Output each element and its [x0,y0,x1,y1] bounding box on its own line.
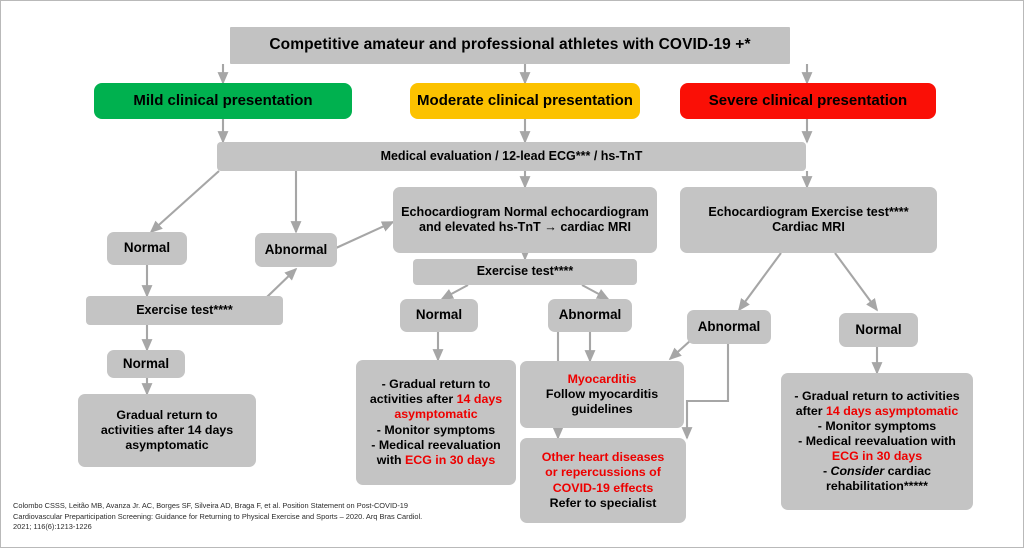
mild-exercise-test-label: Exercise test**** [136,302,233,317]
severe-echo-line-1: Echocardiogram [708,204,808,219]
severe-normal-label: Normal [855,321,902,337]
moderate-echo-line-2: Normal echocardiogram and [418,204,649,234]
severe-outcome-line-2: after 14 days asymptomatic [787,404,967,419]
mild-abnormal-label: Abnormal [264,241,328,257]
moderate-exercise-test-box[interactable]: Exercise test**** [413,259,637,285]
moderate-normal-label: Normal [415,307,463,323]
severe-echo-line-3: Cardiac MRI [772,220,845,234]
mild-return-line-1: Gradual return to [116,407,218,422]
category-severe-box[interactable]: Severe clinical presentation [680,83,936,119]
other-heart-diseases-box[interactable]: Other heart diseases or repercussions of… [520,438,686,523]
moderate-outcome-line-2: activities after 14 days [362,392,510,407]
severe-outcome-line-5b: Consider [830,464,885,479]
severe-normal-outcome-box[interactable]: - Gradual return to activities after 14 … [781,373,973,510]
moderate-outcome-line-6: with ECG in 30 days [362,453,510,468]
category-mild-label: Mild clinical presentation [133,91,313,109]
severe-outcome-line-5c: cardiac [884,464,932,479]
severe-echocardiogram-box[interactable]: Echocardiogram Exercise test**** Cardiac… [680,187,937,253]
mild-return-line-3: asymptomatic [125,438,209,453]
moderate-echocardiogram-text: Echocardiogram Normal echocardiogram and… [393,203,657,238]
mild-normal-1-label: Normal [123,240,171,256]
moderate-normal-outcome-text: - Gradual return to activities after 14 … [356,375,516,470]
other-heart-diseases-text: Other heart diseases or repercussions of… [520,448,686,513]
moderate-outcome-line-6b: ECG in 30 days [405,452,496,467]
moderate-echocardiogram-box[interactable]: Echocardiogram Normal echocardiogram and… [393,187,657,253]
severe-outcome-line-2a: after [795,403,827,418]
severe-abnormal-box[interactable]: Abnormal [687,310,771,344]
other-heart-line-1: Other heart diseases [541,450,665,465]
moderate-outcome-line-1: - Gradual return to [381,377,491,392]
mild-return-outcome-box[interactable]: Gradual return to activities after 14 da… [78,394,256,467]
moderate-echo-line-3: elevated hs-TnT → cardiac MRI [444,220,632,234]
severe-outcome-line-1: - Gradual return to activities [794,388,960,403]
moderate-outcome-line-2b: 14 days [456,392,503,407]
mild-normal-1-box[interactable]: Normal [107,232,187,265]
myocarditis-line-1: Myocarditis [567,371,637,386]
severe-outcome-line-4: - Medical reevaluation with [798,433,956,448]
moderate-echo-line-1: Echocardiogram [401,204,501,219]
moderate-normal-outcome-box[interactable]: - Gradual return to activities after 14 … [356,360,516,485]
mild-normal-2-label: Normal [122,355,170,371]
severe-echo-line-2: Exercise test**** [811,204,909,219]
moderate-exercise-test-label: Exercise test**** [476,264,574,279]
severe-outcome-line-5a: - [822,464,831,479]
moderate-abnormal-label: Abnormal [558,307,622,323]
severe-outcome-line-4b: ECG in 30 days [831,449,923,464]
medical-evaluation-label: Medical evaluation / 12-lead ECG*** / hs… [380,148,643,163]
figure-title-box: Competitive amateur and professional ath… [230,27,790,64]
mild-abnormal-box[interactable]: Abnormal [255,233,337,267]
severe-normal-outcome-text: - Gradual return to activities after 14 … [781,387,973,497]
severe-normal-box[interactable]: Normal [839,313,918,347]
other-heart-line-3: COVID-19 effects [552,480,654,495]
moderate-abnormal-box[interactable]: Abnormal [548,299,632,332]
mild-exercise-test-box[interactable]: Exercise test**** [86,296,283,325]
other-heart-line-4: Refer to specialist [549,495,657,510]
moderate-outcome-line-5: - Medical reevaluation [371,437,501,452]
citation-text: Colombo CSSS, Leitão MB, Avanza Jr. AC, … [13,501,423,532]
moderate-outcome-line-2a: activities after [369,392,457,407]
severe-outcome-line-6: rehabilitation***** [826,479,928,494]
severe-outcome-line-3: - Monitor symptoms [817,418,937,433]
myocarditis-line-3: guidelines [571,402,633,417]
other-heart-line-2: or repercussions of [545,465,661,480]
mild-return-line-2: activities after 14 days [100,422,234,437]
mild-normal-2-box[interactable]: Normal [107,350,185,378]
severe-echocardiogram-text: Echocardiogram Exercise test**** Cardiac… [680,203,937,238]
severe-abnormal-label: Abnormal [697,318,761,334]
severe-outcome-line-5: - Consider cardiac [787,464,967,479]
category-severe-label: Severe clinical presentation [708,91,908,109]
medical-evaluation-box[interactable]: Medical evaluation / 12-lead ECG*** / hs… [217,142,806,171]
moderate-outcome-line-4: - Monitor symptoms [376,422,496,437]
moderate-outcome-line-6a: with [376,452,405,467]
mild-return-outcome-text: Gradual return to activities after 14 da… [78,406,256,455]
moderate-outcome-line-3: asymptomatic [394,407,478,422]
myocarditis-text: Myocarditis Follow myocarditis guideline… [520,370,684,419]
myocarditis-line-2: Follow myocarditis [545,386,659,401]
category-mild-box[interactable]: Mild clinical presentation [94,83,352,119]
figure-title-text: Competitive amateur and professional ath… [269,36,751,54]
category-moderate-box[interactable]: Moderate clinical presentation [410,83,640,119]
category-moderate-label: Moderate clinical presentation [417,91,633,109]
myocarditis-box[interactable]: Myocarditis Follow myocarditis guideline… [520,361,684,428]
severe-outcome-line-2b: 14 days asymptomatic [826,403,959,418]
moderate-normal-box[interactable]: Normal [400,299,478,332]
